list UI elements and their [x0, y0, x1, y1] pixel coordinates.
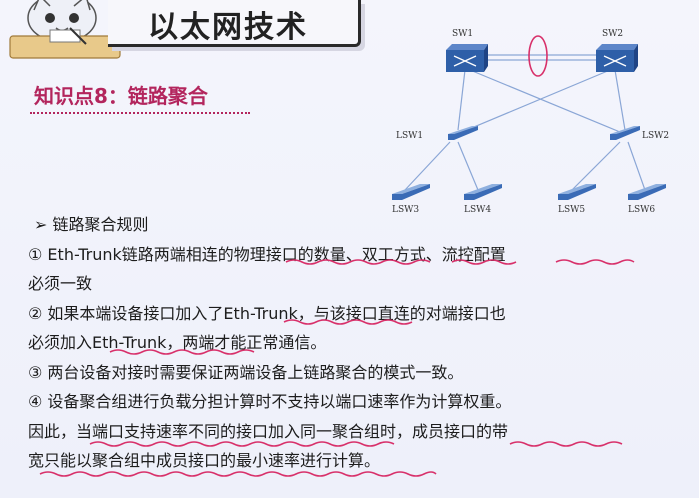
annotation-underline — [109, 349, 255, 355]
switch-icon-lsw6 — [628, 184, 666, 200]
switch-icon-lsw2 — [610, 126, 640, 140]
label-lsw4: LSW4 — [464, 205, 491, 215]
title-box: 以太网技术 — [108, 0, 361, 47]
annotation-underline — [39, 471, 437, 477]
arrow-bullet-icon: ➢ — [34, 215, 48, 234]
switch-icon-lsw5 — [558, 184, 596, 200]
switch-icon-lsw1 — [448, 126, 478, 140]
annotation-underline — [285, 259, 431, 265]
label-lsw5: LSW5 — [558, 205, 585, 215]
rule-2-line-1: ② 如果本端设备接口加入了Eth-Trunk，与该接口直连的对端接口也 — [28, 303, 506, 323]
label-sw1: SW1 — [452, 29, 473, 39]
label-lsw3: LSW3 — [392, 205, 419, 215]
annotation-underline — [509, 441, 623, 447]
rules-heading: 链路聚合规则 — [52, 215, 149, 234]
knowledge-point-title: 知识点8：链路聚合 — [34, 84, 208, 108]
switch-icon-lsw3 — [392, 184, 430, 200]
rule-4-line-1: ④ 设备聚合组进行负载分担计算时不支持以端口速率作为计算权重。 — [28, 392, 512, 411]
label-lsw1: LSW1 — [396, 131, 423, 141]
label-lsw6: LSW6 — [628, 205, 655, 215]
aggregation-marker — [528, 35, 548, 77]
rules-heading-row: ➢ 链路聚合规则 — [28, 210, 688, 240]
label-lsw2: LSW2 — [642, 131, 669, 141]
switch-icon-sw2 — [596, 44, 638, 72]
network-topology-diagram: SW1 SW2 LSW1 LSW2 LSW3 L — [392, 29, 669, 215]
switch-icon-sw1 — [446, 44, 488, 72]
rules-content: ➢ 链路聚合规则 ① Eth-Trunk链路两端相连的物理接口的数量、双工方式、… — [28, 210, 688, 476]
annotation-underline — [89, 441, 395, 447]
rule-3: ③ 两台设备对接时需要保证两端设备上链路聚合的模式一致。 — [28, 362, 464, 382]
rule-1-line-1: ① Eth-Trunk链路两端相连的物理接口的数量、双工方式、流控配置 — [28, 244, 506, 264]
annotation-underline — [555, 259, 635, 265]
topology-links — [404, 54, 646, 191]
label-sw2: SW2 — [602, 29, 623, 39]
cat-mascot-icon — [9, 0, 121, 59]
annotation-underline — [283, 319, 413, 325]
title-underline — [30, 112, 250, 114]
annotation-underline — [451, 259, 517, 265]
rule-4-line-2: 因此，当端口支持速率不同的接口加入同一聚合组时，成员接口的带 — [28, 421, 509, 441]
rule-1-line-2: 必须一致 — [28, 274, 93, 293]
slide-title: 以太网技术 — [148, 10, 308, 45]
switch-icon-lsw4 — [464, 184, 502, 200]
rule-2-line-2: 必须加入Eth-Trunk，两端才能正常通信。 — [28, 333, 327, 352]
rule-4-line-3: 宽只能以聚合组中成员接口的最小速率进行计算。 — [28, 451, 381, 470]
